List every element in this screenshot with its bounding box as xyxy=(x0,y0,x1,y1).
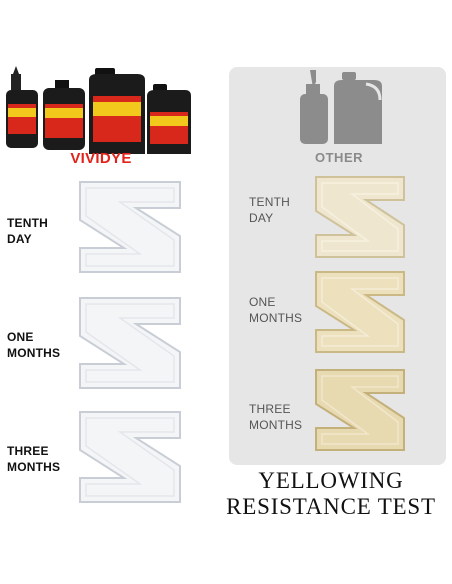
brand-stage-label-3: THREE MONTHS xyxy=(7,444,61,474)
brand-stage-label-1: TENTH DAY xyxy=(7,216,48,246)
other-name: OTHER xyxy=(315,150,363,165)
brand-sample-1 xyxy=(76,178,184,276)
brand-sample-3 xyxy=(76,408,184,506)
brand-sample-2 xyxy=(76,294,184,392)
headline: YELLOWING RESISTANCE TEST xyxy=(226,468,436,519)
other-sample-1 xyxy=(312,173,408,261)
other-sample-2 xyxy=(312,268,408,356)
other-sample-3 xyxy=(312,366,408,454)
other-stage-label-2: ONE MONTHS xyxy=(249,295,303,325)
other-stage-label-3: THREE MONTHS xyxy=(249,402,303,432)
generic-bottles-icon xyxy=(296,70,386,146)
brand-name: VIVIDYE xyxy=(70,150,132,167)
other-stage-label-1: TENTH DAY xyxy=(249,195,290,225)
brand-bottles-icon xyxy=(5,66,195,156)
brand-stage-label-2: ONE MONTHS xyxy=(7,330,61,360)
